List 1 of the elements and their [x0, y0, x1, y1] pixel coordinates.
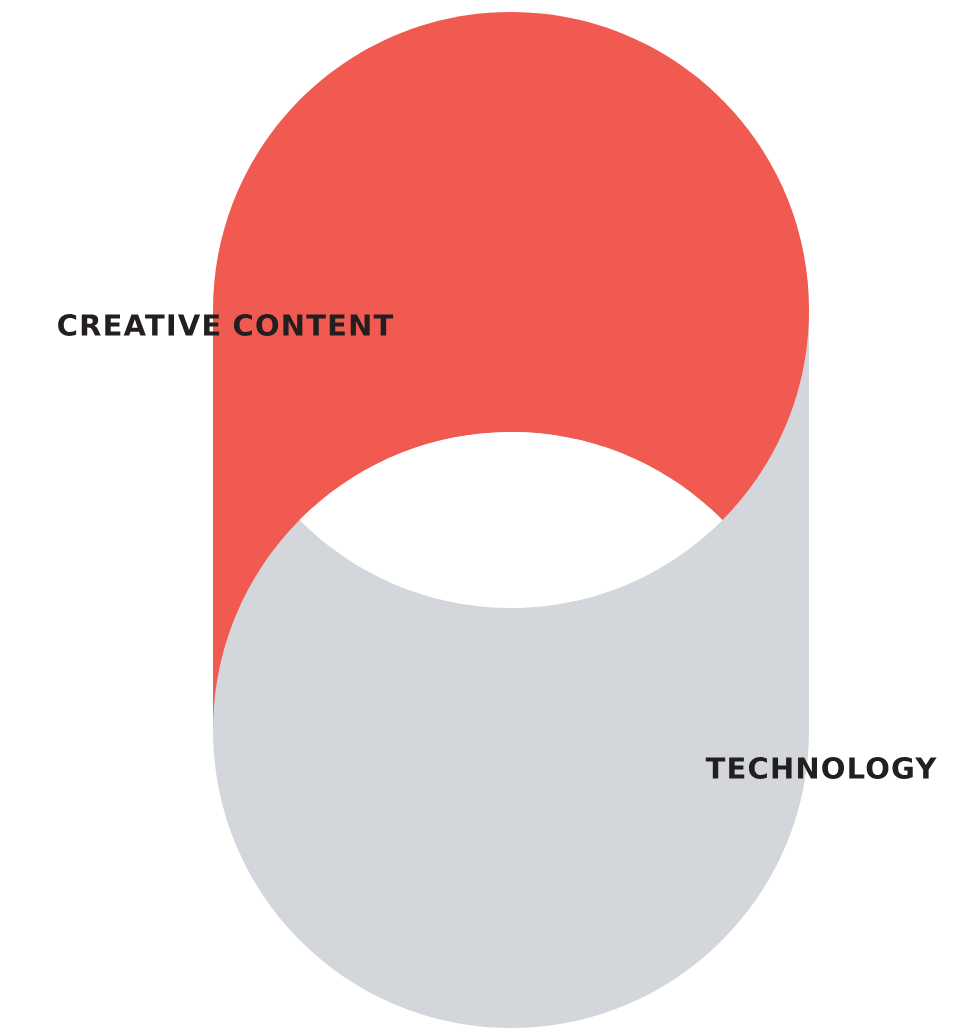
shape-label: TECHNOLOGY: [705, 757, 937, 779]
